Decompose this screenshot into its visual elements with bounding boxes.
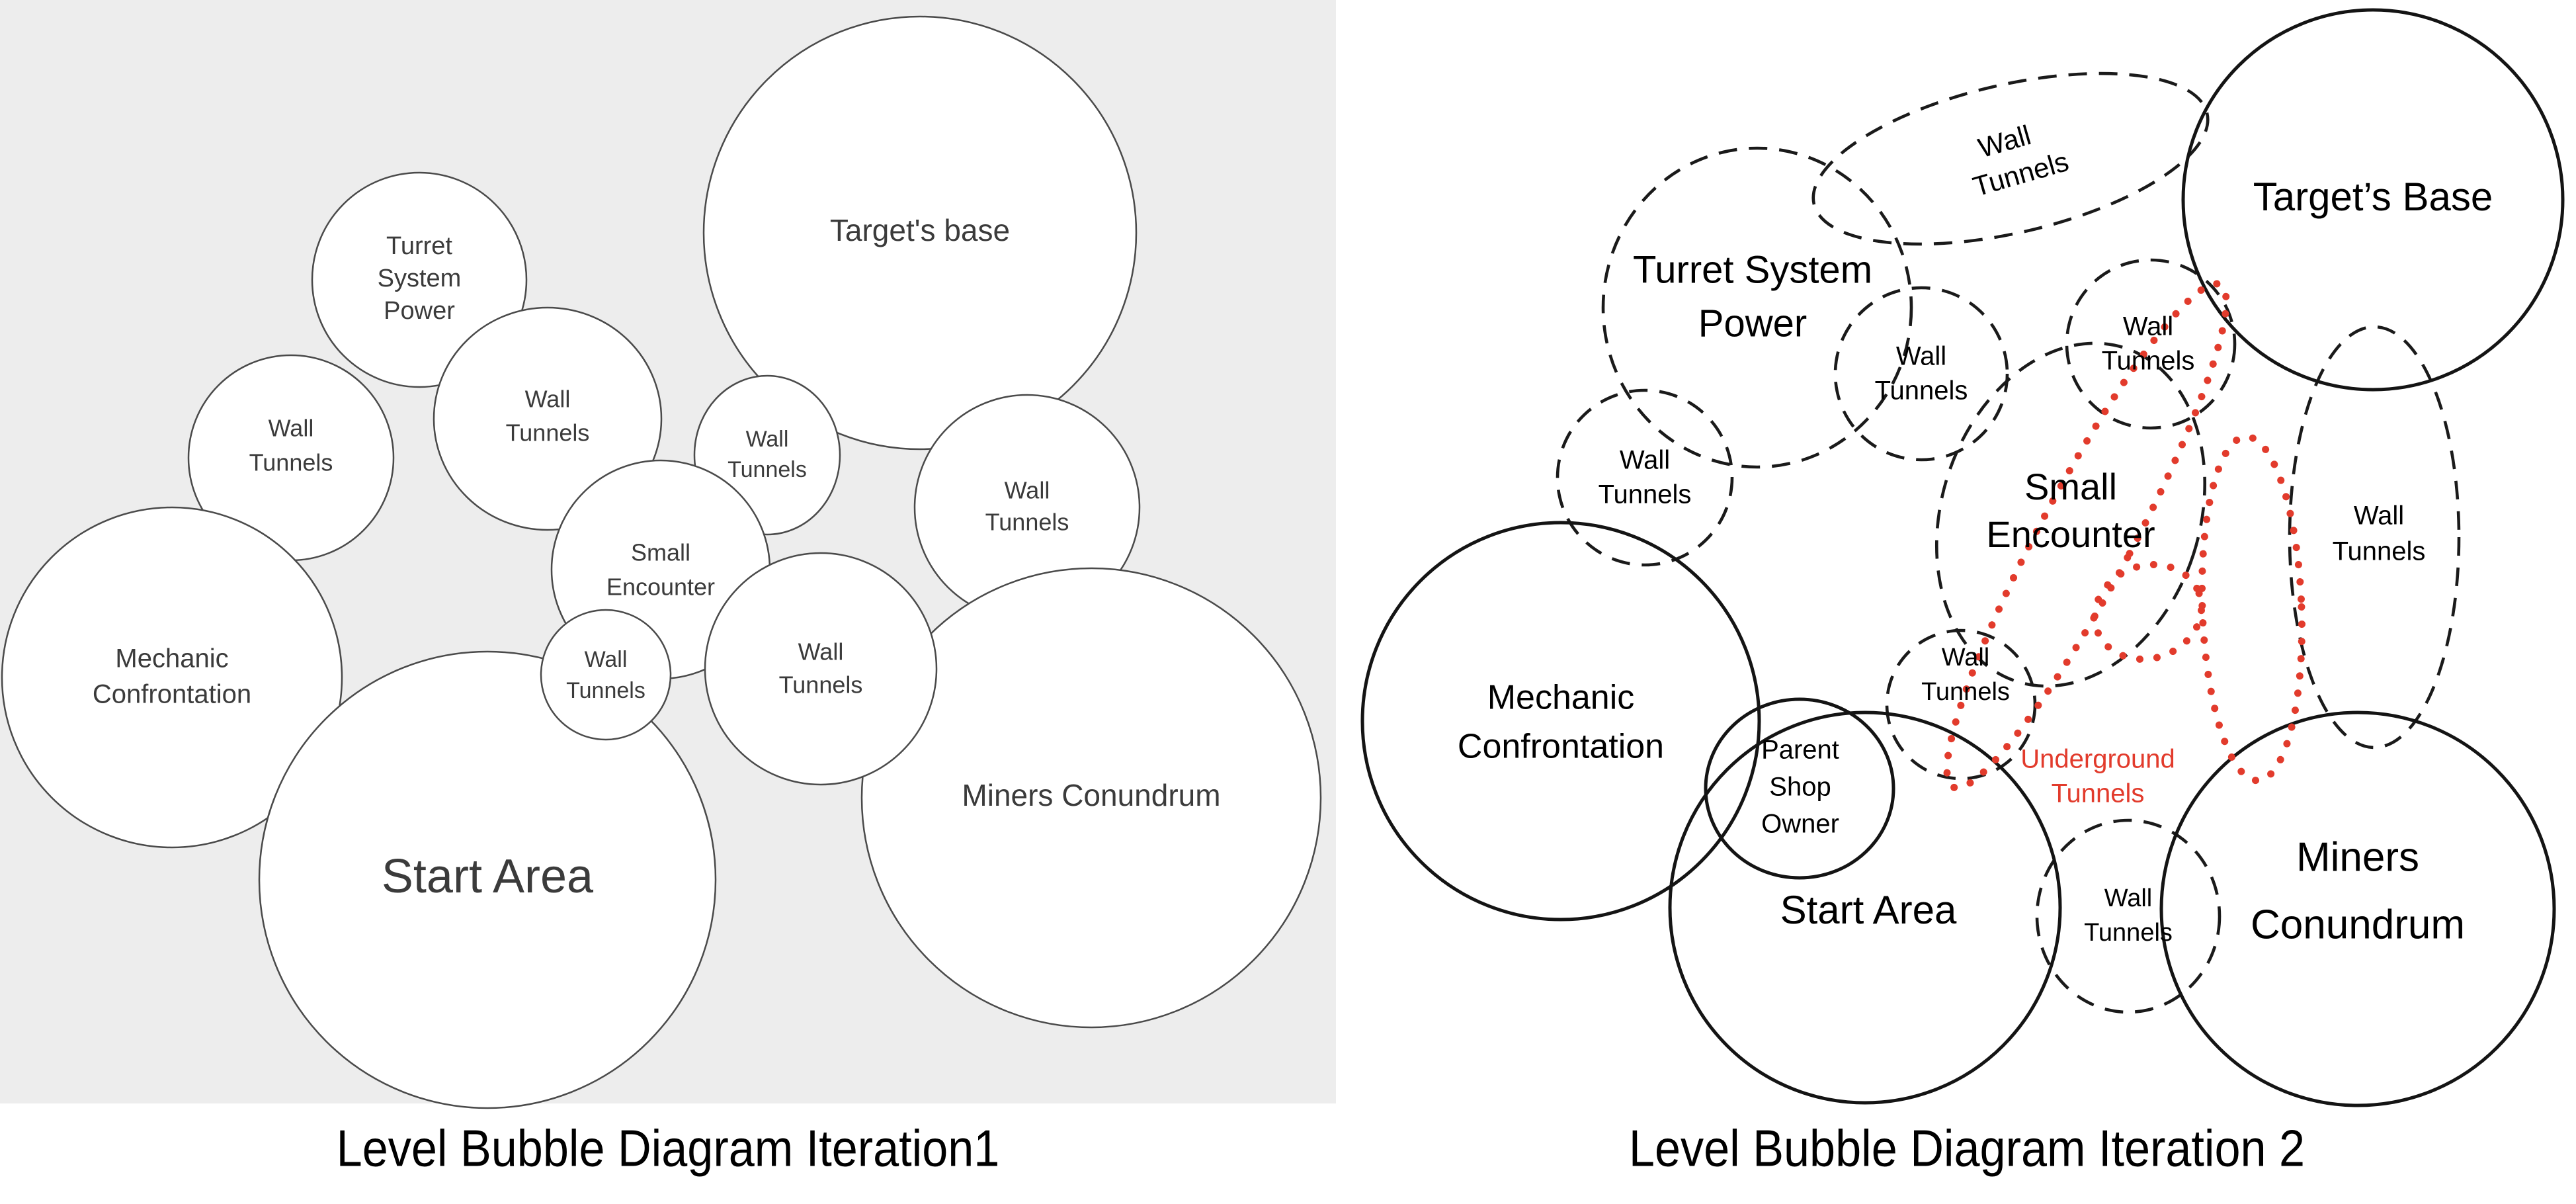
bubble-label: Tunnels [727, 457, 807, 482]
bubble-wall-tunnels-bottom-small [540, 609, 672, 741]
bubble-label: Wall [1005, 477, 1050, 504]
bubble-label: Wall [585, 647, 628, 672]
bubble-miners-conundrum [2159, 710, 2556, 1107]
bubble-label: Power [384, 297, 455, 325]
bubble-label: Wall [2354, 501, 2404, 531]
bubble-label: Tunnels [249, 449, 333, 476]
bubble-label: Wall [525, 386, 571, 413]
bubble-turret-system-power [1601, 146, 1913, 469]
bubble-label: Tunnels [566, 678, 645, 703]
bubble-wall-tunnels-top-ellipse [1811, 71, 2210, 246]
caption-group-1: Level Bubble Diagram Iteration1 [337, 1119, 1000, 1177]
bubble-label: Tunnels [1875, 376, 1968, 406]
bubble-label: Wall [2104, 884, 2152, 912]
bubble-label: Mechanic [115, 644, 228, 673]
bubble-label: Wall [2123, 312, 2173, 341]
bubble-label: Confrontation [1458, 728, 1664, 766]
bubble-label: Start Area [382, 850, 594, 903]
bubble-label: Confrontation [93, 680, 251, 709]
bubble-start-area [1668, 710, 2062, 1105]
bubble-label: Wall [1942, 644, 1989, 671]
bubble-label: Tunnels [985, 509, 1069, 536]
panel-iteration-2: Wall Tunnels Target’s Base Turret System… [1360, 8, 2565, 1107]
underground-tunnel-blob [2091, 560, 2206, 664]
bubble-label: Wall [269, 415, 314, 442]
bubble-label: Encounter [606, 574, 715, 601]
bubble-label: Turret System [1633, 248, 1872, 291]
bubble-label: Wall [1896, 342, 1946, 371]
bubble-label: System [378, 265, 462, 292]
underground-tunnel-teardrop [2198, 433, 2306, 785]
bubble-turret-system-power [311, 171, 528, 388]
bubble-label: Tunnels [779, 671, 863, 699]
bubble-label: Target's base [830, 213, 1010, 247]
panel-iteration-1: Target's base Turret System Power Wall T… [0, 0, 1336, 1109]
bubble-label: Wall [798, 638, 844, 666]
caption-group-2: Level Bubble Diagram Iteration 2 [1629, 1119, 2305, 1177]
bubble-label: Encounter [1986, 513, 2155, 555]
bubble-target-base [702, 15, 1138, 451]
bubble-label: Wall [1620, 446, 1670, 475]
bubble-label: Miners [2296, 834, 2419, 880]
bubble-wall-tunnels-tall-right [2288, 325, 2461, 750]
bubble-label: Miners Conundrum [962, 778, 1220, 812]
bubble-wall-tunnels-mid [433, 306, 663, 531]
bubble-wall-tunnels-left [1556, 388, 1734, 567]
underground-tunnels-outline [1943, 280, 2306, 792]
bubble-label: Parent [1761, 736, 1839, 765]
bubble-label: Turret [386, 232, 452, 260]
caption-iteration-1: Level Bubble Diagram Iteration1 [337, 1119, 1000, 1177]
bubble-label: Wall [746, 427, 789, 452]
bubble-label: Start Area [1780, 888, 1957, 932]
bubble-parent-shop-owner [1704, 697, 1895, 880]
underground-tunnels-label: Underground [2020, 745, 2175, 774]
bubble-miners-conundrum [860, 567, 1322, 1029]
bubble-label: Tunnels [506, 419, 590, 447]
bubble-label: Small [2024, 466, 2117, 507]
bubble-label: Tunnels [2084, 919, 2173, 947]
bubble-label: Target’s Base [2253, 175, 2493, 219]
bubble-label: Power [1698, 302, 1807, 345]
bubble-mechanic-confrontation [1, 506, 343, 849]
bubble-label: Conundrum [2251, 902, 2465, 947]
bubble-label: Tunnels [2102, 347, 2195, 376]
caption-iteration-2: Level Bubble Diagram Iteration 2 [1629, 1119, 2305, 1177]
bubble-wall-tunnels-bottom [2035, 818, 2222, 1014]
bubble-label: Tunnels [2333, 537, 2426, 566]
bubble-label: Tunnels [1599, 480, 1692, 509]
rotated-label-group: Wall Tunnels [1970, 119, 2072, 202]
bubble-start-area [258, 650, 717, 1109]
bubble-mechanic-confrontation [1360, 521, 1761, 922]
underground-tunnels-label: Tunnels [2052, 779, 2145, 808]
bubble-targets-base [2181, 8, 2565, 392]
bubble-label: Owner [1761, 810, 1839, 839]
bubble-label: Mechanic [1487, 679, 1635, 717]
underground-tunnel-capsule [1943, 280, 2230, 792]
bubble-label: Shop [1769, 773, 1831, 802]
bubble-wall-tunnels-center [1833, 286, 2009, 462]
bubble-wall-tunnels-top-right [2065, 258, 2237, 430]
bubble-small-encounter [1934, 341, 2207, 688]
bubble-label: Tunnels [1921, 678, 2010, 706]
bubble-label: Small [631, 539, 690, 566]
bubble-wall-tunnels-bottom-mid [704, 552, 938, 786]
